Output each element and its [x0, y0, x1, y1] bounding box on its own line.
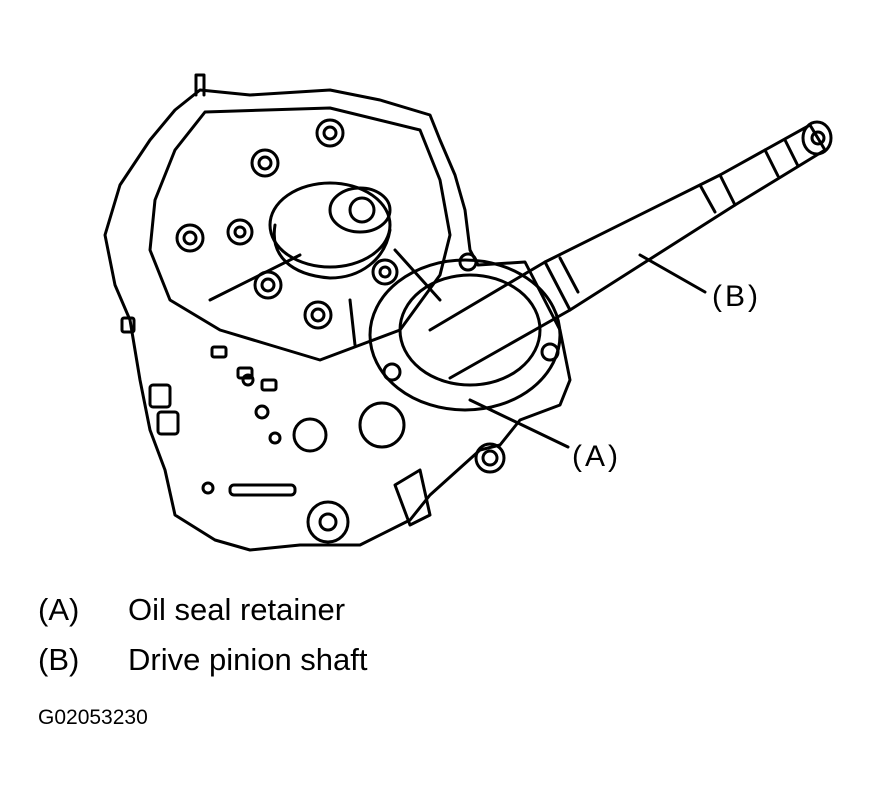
leader-line-b — [638, 253, 707, 294]
legend-item-b: (B) Drive pinion shaft — [38, 642, 368, 678]
bolt-boss — [226, 218, 254, 246]
figure-id: G02053230 — [38, 706, 148, 729]
bearing-hub — [268, 181, 392, 269]
legend-label: Drive pinion shaft — [128, 642, 368, 677]
case-hole — [474, 442, 506, 474]
legend-item-a: (A) Oil seal retainer — [38, 592, 345, 628]
case-inner-rim — [148, 106, 452, 362]
callout-b-label: (B) — [712, 280, 761, 313]
case-hole — [306, 500, 350, 544]
drive-pinion-shaft — [428, 120, 833, 380]
bolt-boss — [371, 258, 399, 286]
bolt-boss — [250, 148, 280, 178]
leader-line-a — [468, 398, 570, 449]
case-hole — [292, 417, 328, 453]
legend-key: (A) — [38, 592, 80, 627]
case-hole — [358, 401, 406, 449]
oil-seal-retainer — [368, 258, 562, 412]
bolt-boss — [315, 118, 345, 148]
bolt-boss — [303, 300, 333, 330]
legend-label: Oil seal retainer — [128, 592, 346, 627]
top-stud — [194, 73, 206, 97]
transmission-case-illustration — [103, 73, 833, 552]
case-outer-flange — [103, 88, 572, 552]
bolt-boss — [175, 223, 205, 253]
legend-key: (B) — [38, 642, 80, 677]
callout-a-label: (A) — [572, 440, 621, 473]
